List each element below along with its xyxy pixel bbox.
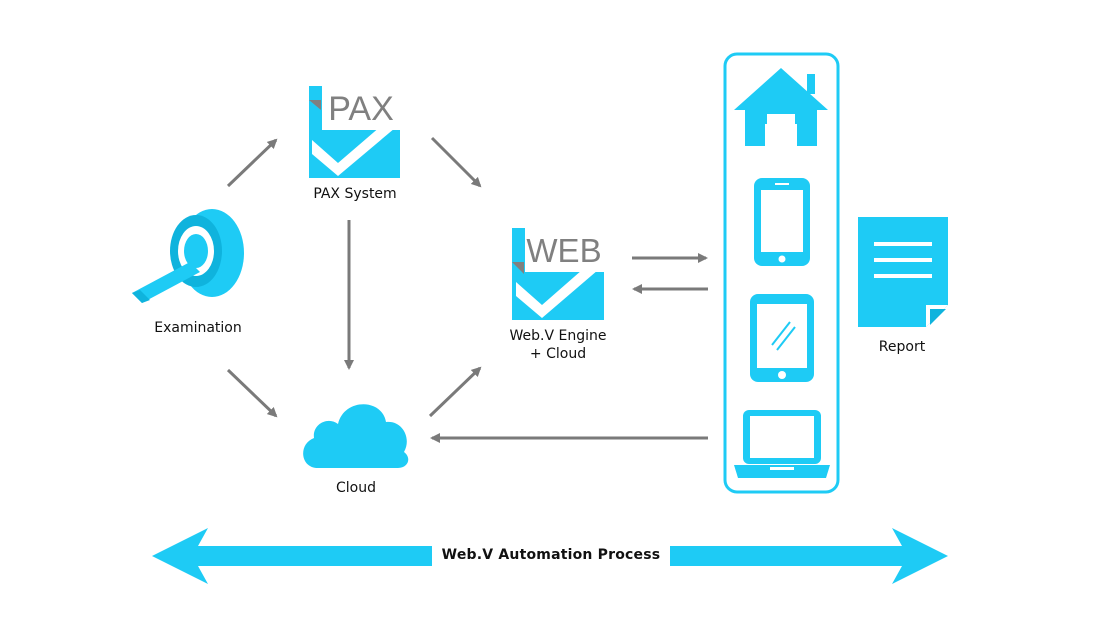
devices-panel bbox=[723, 52, 840, 494]
web-engine-label-line1: Web.V Engine bbox=[509, 328, 607, 344]
arrow-exam-to-pax bbox=[226, 138, 278, 188]
report-document-icon bbox=[858, 217, 948, 327]
web-logo-icon: WEB bbox=[512, 228, 604, 320]
arrow-pax-to-web bbox=[430, 136, 482, 188]
pax-system-label: PAX System bbox=[313, 186, 397, 202]
mri-scanner-icon bbox=[132, 209, 244, 303]
pax-logo-icon: PAX bbox=[309, 86, 400, 178]
automation-process-label: Web.V Automation Process bbox=[441, 547, 661, 563]
report-label: Report bbox=[878, 339, 926, 355]
web-logo-text: WEB bbox=[526, 232, 601, 269]
examination-label: Examination bbox=[154, 320, 242, 336]
phone-icon bbox=[754, 178, 810, 266]
arrow-cloud-to-web bbox=[428, 366, 482, 418]
web-engine-label-line2: + Cloud bbox=[529, 346, 587, 362]
arrows bbox=[226, 136, 708, 443]
cloud-label: Cloud bbox=[336, 480, 376, 496]
home-icon bbox=[734, 68, 828, 146]
cloud-icon bbox=[303, 404, 409, 468]
tablet-icon bbox=[750, 294, 814, 382]
pax-logo-text: PAX bbox=[328, 90, 394, 128]
automation-double-arrow bbox=[152, 528, 948, 584]
arrow-exam-to-cloud bbox=[226, 368, 278, 418]
laptop-icon bbox=[734, 410, 830, 478]
